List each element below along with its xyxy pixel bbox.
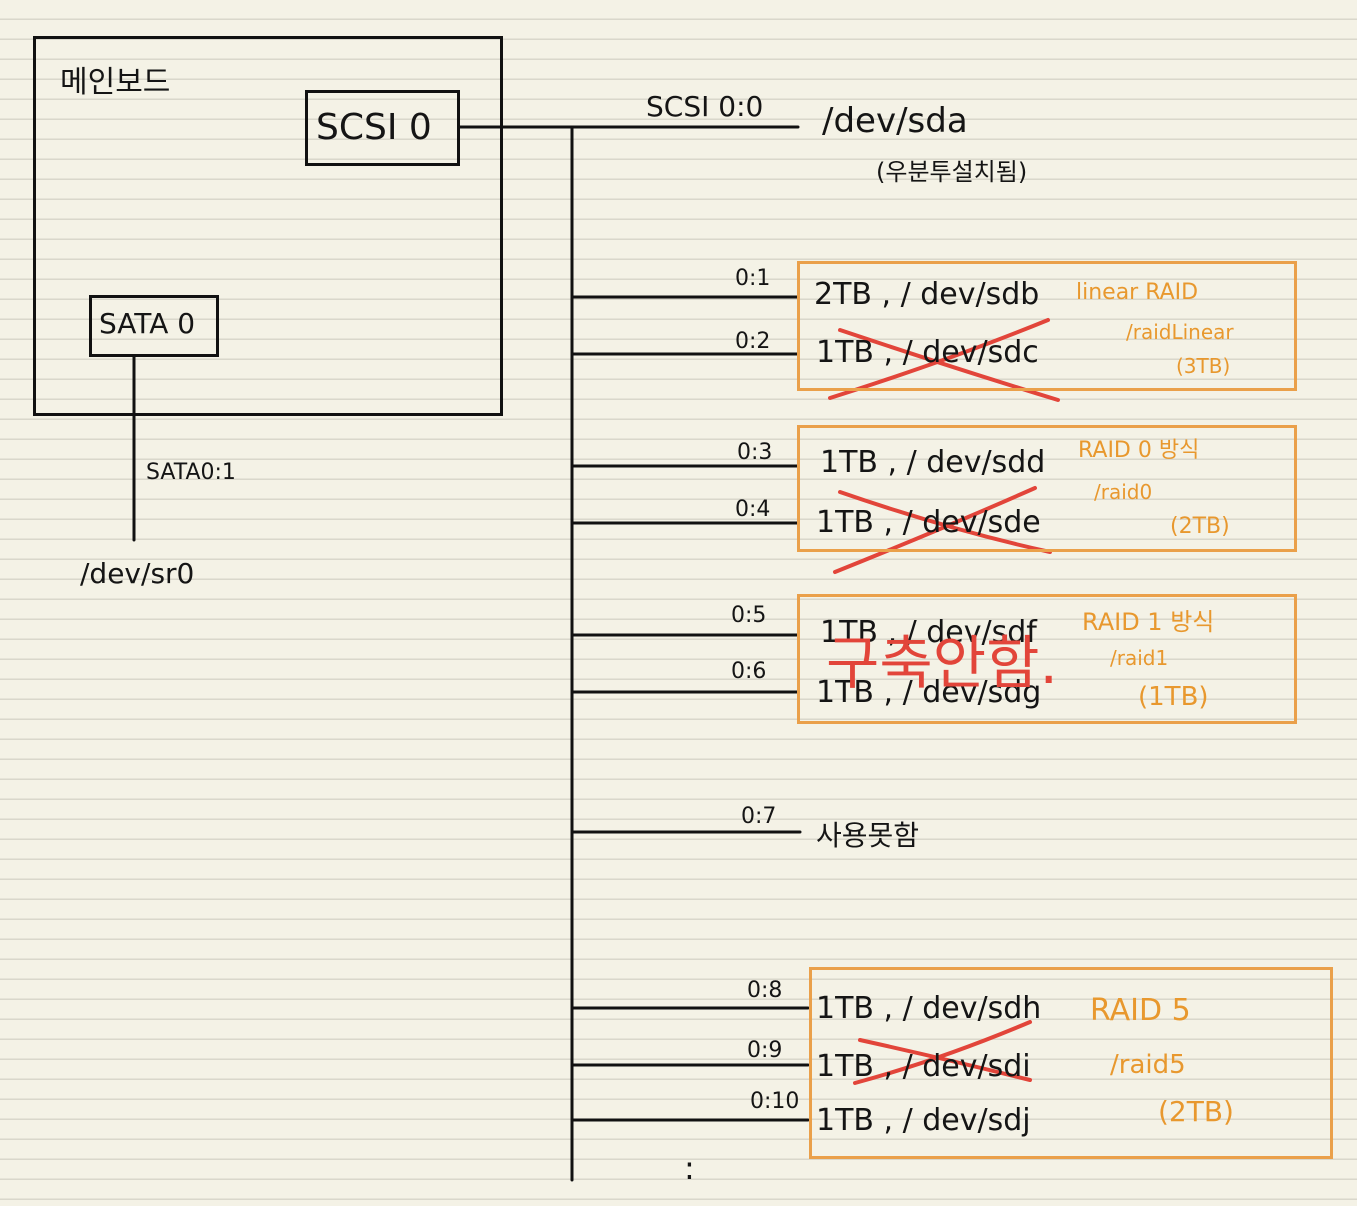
raid-linear-box [797,261,1297,391]
port-label-0-7: 0:7 [741,804,777,829]
mainboard-box [33,36,503,416]
raid5-type: RAID 5 [1090,993,1191,1028]
port-label-0-6: 0:6 [731,659,767,684]
port-7-note: 사용못함 [816,819,920,852]
disk-sdh: 1TB , / dev/sdh [816,991,1042,1026]
port-label-0-8: 0:8 [747,978,783,1003]
strike-sdc-a [838,328,1060,402]
scsi-device-sda: /dev/sda [822,101,968,141]
raid0-mount: /raid0 [1094,480,1153,504]
port-label-0-5: 0:5 [731,603,767,628]
raid-linear-mount: /raidLinear [1126,320,1234,344]
scsi-controller-box [305,90,460,166]
continuation-dots: : [684,1149,695,1187]
sda-note: (우분투설치됨) [876,158,1028,186]
disk-sde: 1TB , / dev/sde [816,505,1041,540]
disk-sdj: 1TB , / dev/sdj [816,1103,1031,1138]
raid1-box [797,594,1297,724]
raid1-type: RAID 1 방식 [1082,608,1215,636]
mainboard-title: 메인보드 [60,65,171,100]
disk-sdc: 1TB , / dev/sdc [816,335,1039,370]
port-label-0-2: 0:2 [735,329,771,354]
disk-sdg: 1TB , / dev/sdg [816,675,1042,710]
sata-controller-label: SATA 0 [99,307,196,340]
disk-sdf: 1TB , / dev/sdf [820,615,1037,650]
raid-linear-type: linear RAID [1076,280,1199,305]
scsi-port-0-label: SCSI 0:0 [646,90,764,123]
raid5-box [809,967,1333,1159]
port-label-0-1: 0:1 [735,266,771,291]
disk-sdb: 2TB , / dev/sdb [814,277,1040,312]
strike-sdi-a [858,1038,1032,1082]
sata-port-label: SATA0:1 [146,460,236,485]
raid1-mount: /raid1 [1110,646,1169,670]
raid-linear-size: (3TB) [1176,354,1231,378]
port-label-0-4: 0:4 [735,497,771,522]
sata-controller-box [89,295,219,357]
sata-device-label: /dev/sr0 [80,557,195,590]
raid5-mount: /raid5 [1110,1050,1186,1080]
strike-sdi-b [853,1020,1032,1085]
disk-sdi: 1TB , / dev/sdi [816,1049,1031,1084]
raid1-size: (1TB) [1138,682,1209,712]
disk-sdd: 1TB , / dev/sdd [820,445,1046,480]
scsi-controller-label: SCSI 0 [316,107,432,148]
port-label-0-9: 0:9 [747,1038,783,1063]
raid0-type: RAID 0 방식 [1078,438,1200,463]
raid5-size: (2TB) [1158,1095,1234,1128]
strike-sde-b [833,486,1037,574]
raid0-size: (2TB) [1170,514,1230,539]
raid1-not-built-overlay: 구축안함. [826,629,1058,697]
raid0-box [797,425,1297,552]
port-label-0-10: 0:10 [750,1089,800,1114]
port-label-0-3: 0:3 [737,440,773,465]
